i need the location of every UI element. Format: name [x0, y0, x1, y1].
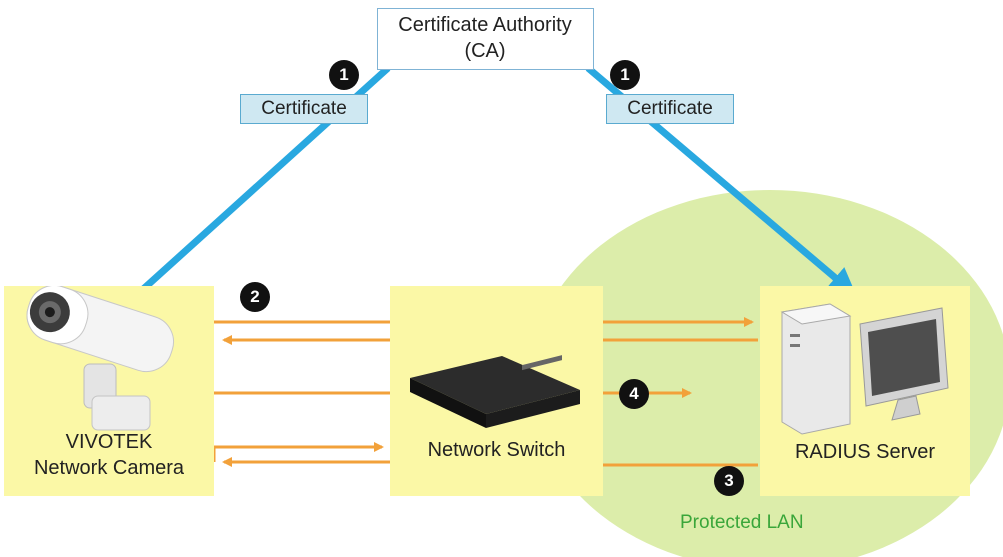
camera-icon	[26, 286, 175, 431]
server-label: RADIUS Server	[794, 441, 936, 463]
camera-label-line2: Network Camera	[33, 457, 185, 479]
switch-label: Network Switch	[427, 439, 566, 461]
network-switch-icon	[410, 355, 580, 428]
certificate-authority-box: Certificate Authority (CA)	[377, 8, 594, 70]
radius-server-icon	[780, 303, 949, 435]
ca-title: Certificate Authority	[398, 14, 572, 36]
ca-subtitle: (CA)	[464, 40, 506, 62]
certificate-right: Certificate	[606, 94, 734, 124]
protected-lan-label: Protected LAN	[680, 512, 804, 533]
switch-node: Network Switch	[390, 286, 603, 496]
step-1-ca-left-badge: 1	[329, 60, 359, 90]
step-3-badge: 3	[714, 466, 744, 496]
camera-node: VIVOTEK Network Camera	[4, 286, 214, 496]
step-1-ca-right-badge: 1	[610, 60, 640, 90]
step-2-badge: 2	[240, 282, 270, 312]
camera-label-line1: VIVOTEK	[65, 431, 153, 453]
step-4-badge: 4	[619, 379, 649, 409]
certificate-left: Certificate	[240, 94, 368, 124]
server-node: RADIUS Server	[760, 286, 970, 496]
